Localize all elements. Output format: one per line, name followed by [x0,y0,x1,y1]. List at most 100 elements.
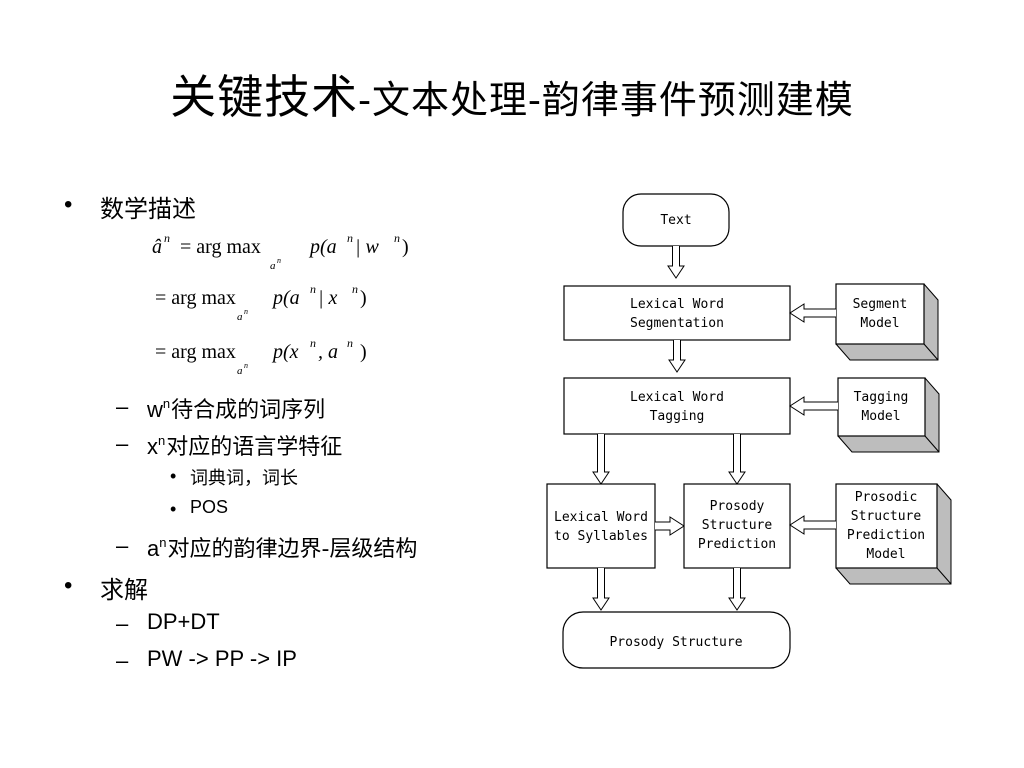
sup: n [164,231,170,245]
tagging-model-line-2: Model [861,409,900,424]
to-syllables-box [546,483,656,569]
tagging-line-2: Tagging [650,409,705,424]
sub-sup: n [277,256,281,265]
arrow-down-icon [592,568,610,611]
sub-bullet-text: 对应的韵律边界-层级结构 [167,537,418,562]
var-w: w [147,397,163,422]
segmentation-box [563,285,791,341]
arrow-down-icon [728,434,746,485]
sub-sub-bullet-text: 词典词，词长 [190,468,298,489]
bullet-marker: • [64,572,73,599]
equation-line-2: = arg max a n p(a n | x n ) [155,282,367,323]
sub-sup: n [244,361,248,370]
tagging-box [563,377,791,435]
argmax-equation: â n = arg max a n p(a n | w n ) = arg ma… [152,231,409,377]
argmax: = arg max [180,236,261,258]
p-term: p(x [271,341,299,363]
sub-bullet-text: 对应的语言学特征 [166,435,343,460]
prediction-model-line-2: Structure [851,509,922,524]
prediction-model-line-1: Prosodic [855,490,918,505]
sub-bullet-text: DP+DT [147,609,220,634]
arrow-left-icon [789,515,836,535]
sub: a [237,365,243,377]
dash-marker: – [116,611,129,636]
sup: n [352,282,358,296]
sub-sub-bullet-pos: POS [190,497,228,518]
bullet-marker: • [64,191,73,218]
arrow-left-icon [789,303,836,323]
dash-marker: – [116,431,129,456]
prosody-structure-terminal [562,611,791,669]
var-a: a [147,536,160,561]
sup: n [310,336,316,350]
cond-term: | x [318,287,337,309]
slide-title: 关键技术-文本处理-韵律事件预测建模 [0,62,1024,135]
equation-line-1: â n = arg max a n p(a n | w n ) [152,231,409,272]
var-sup: n [158,433,166,448]
cond-term: | w [355,236,379,258]
a-hat: â [152,236,162,258]
sup: n [394,231,400,245]
dash-marker: – [116,648,129,673]
arrow-down-icon [667,245,685,279]
var-x: x [147,434,158,459]
p-term: p(a [308,236,337,258]
bullet-marker: • [170,499,177,519]
sub-sub-bullet-text: POS [190,497,229,517]
var-sup: n [162,396,171,411]
argmax: = arg max [155,341,236,363]
text-label: Text [660,213,691,228]
sub-sub-bullet-lexicon: 词典词，词长 [190,464,298,490]
arrow-down-icon [592,434,610,485]
segment-model-line-1: Segment [853,297,908,312]
dash-marker: – [116,394,129,419]
prediction-model-line-4: Model [866,547,905,562]
sub-sup: n [244,307,248,316]
sub: a [237,311,243,323]
sup: n [310,282,316,296]
prediction-line-1: Prosody [710,499,765,514]
close-paren: ) [360,287,367,309]
sub-bullet-text: 待合成的词序列 [171,398,326,423]
prosody-structure-label: Prosody Structure [609,635,742,650]
sub-bullet-text: PW -> PP -> IP [147,646,297,671]
arrow-down-icon [728,568,746,611]
prediction-line-2: Structure [702,518,773,533]
prediction-model-box [835,483,952,585]
syllables-line-1: Lexical Word [554,510,648,525]
cond-term: , a [318,341,338,363]
sub-bullet-dpdt: DP+DT [147,609,220,635]
bullet-math-description: 数学描述 [100,189,196,224]
bullet-text: 求解 [100,576,148,604]
syllables-line-2: to Syllables [554,529,648,544]
tagging-line-1: Lexical Word [630,390,724,405]
arrow-down-icon [668,339,686,373]
title-rest: -文本处理-韵律事件预测建模 [358,78,854,122]
sup: n [347,231,353,245]
argmax: = arg max [155,287,236,309]
close-paren: ) [360,341,367,363]
close-paren: ) [402,236,409,258]
prosody-flowchart: Text Lexical Word Segmentation Segment M… [546,193,952,669]
prediction-box [683,483,791,569]
prediction-line-3: Prediction [698,537,776,552]
arrow-left-icon [789,396,838,416]
segmentation-line-1: Lexical Word [630,297,724,312]
tagging-model-line-1: Tagging [854,390,909,405]
bullet-solution: 求解 [100,570,148,605]
bullet-marker: • [170,466,177,486]
segment-model-line-2: Model [860,316,899,331]
var-sup: n [159,535,167,550]
prediction-model-line-3: Prediction [847,528,925,543]
arrow-right-icon [655,516,685,536]
p-term: p(a [271,287,300,309]
equation-line-3: = arg max a n p(x n , a n ) [155,336,367,377]
sup: n [347,336,353,350]
title-main: 关键技术 [170,70,359,124]
bullet-text: 数学描述 [100,195,196,223]
sub-bullet-pw-pp-ip: PW -> PP -> IP [147,646,297,672]
